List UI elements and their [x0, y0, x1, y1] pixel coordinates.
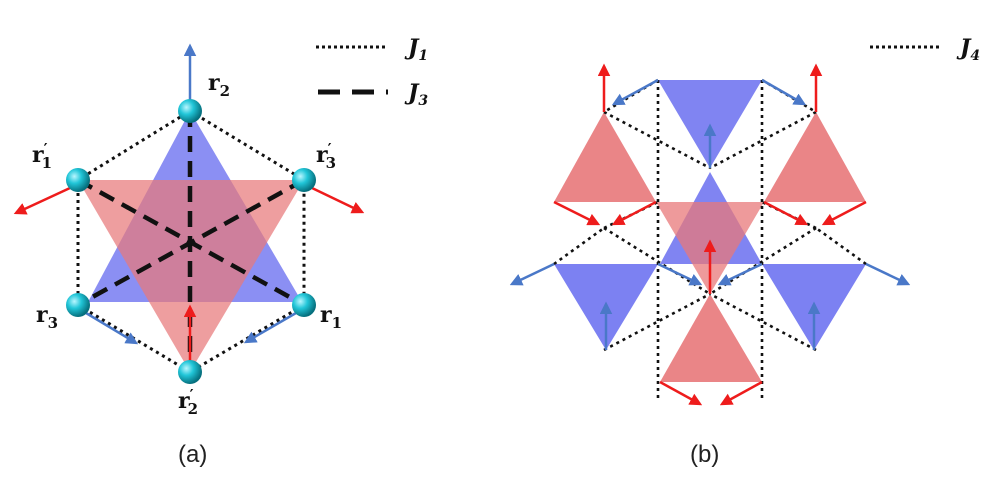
atom-r2 [178, 99, 202, 123]
site-label-r2prime: r′2 [178, 386, 198, 418]
legend-j1-label: J1 [404, 35, 428, 64]
spin-arrow-r1 [243, 311, 297, 344]
spin-arrow-r3prime [311, 186, 365, 214]
atom-r3prime [292, 168, 316, 192]
legend-j4-label: J4 [956, 35, 980, 64]
site-label-r3: r3 [36, 302, 58, 332]
site-label-r2: r2 [208, 70, 230, 100]
red-triangle-right [764, 112, 866, 202]
atom-r3 [66, 293, 90, 317]
atom-r1prime [66, 168, 90, 192]
spin-arrow-r3 [85, 311, 139, 345]
legend-j3-label: J3 [404, 80, 428, 109]
spin-arrows-b [509, 63, 911, 406]
atoms [66, 99, 316, 384]
atom-r2prime [178, 360, 202, 384]
panel-a-label: (a) [178, 441, 207, 468]
atom-r1 [292, 293, 316, 317]
j3-bonds [76, 111, 306, 372]
red-triangle-left [554, 112, 656, 202]
legend-b: J4 [870, 35, 980, 64]
site-label-r3prime: r′3 [316, 140, 336, 172]
site-label-r1prime: r′1 [32, 140, 52, 172]
panel-b-label: (b) [690, 441, 719, 468]
panel-b: J4 (b) [509, 35, 980, 468]
spin-arrow-r1prime [13, 186, 71, 215]
site-label-r1: r1 [320, 302, 342, 332]
red-triangle-bottom [660, 294, 762, 382]
legend-a: J1 J3 [316, 35, 428, 109]
panel-a: r2 r′1 r′3 r3 r1 r′2 J1 J3 (a) [13, 35, 428, 468]
